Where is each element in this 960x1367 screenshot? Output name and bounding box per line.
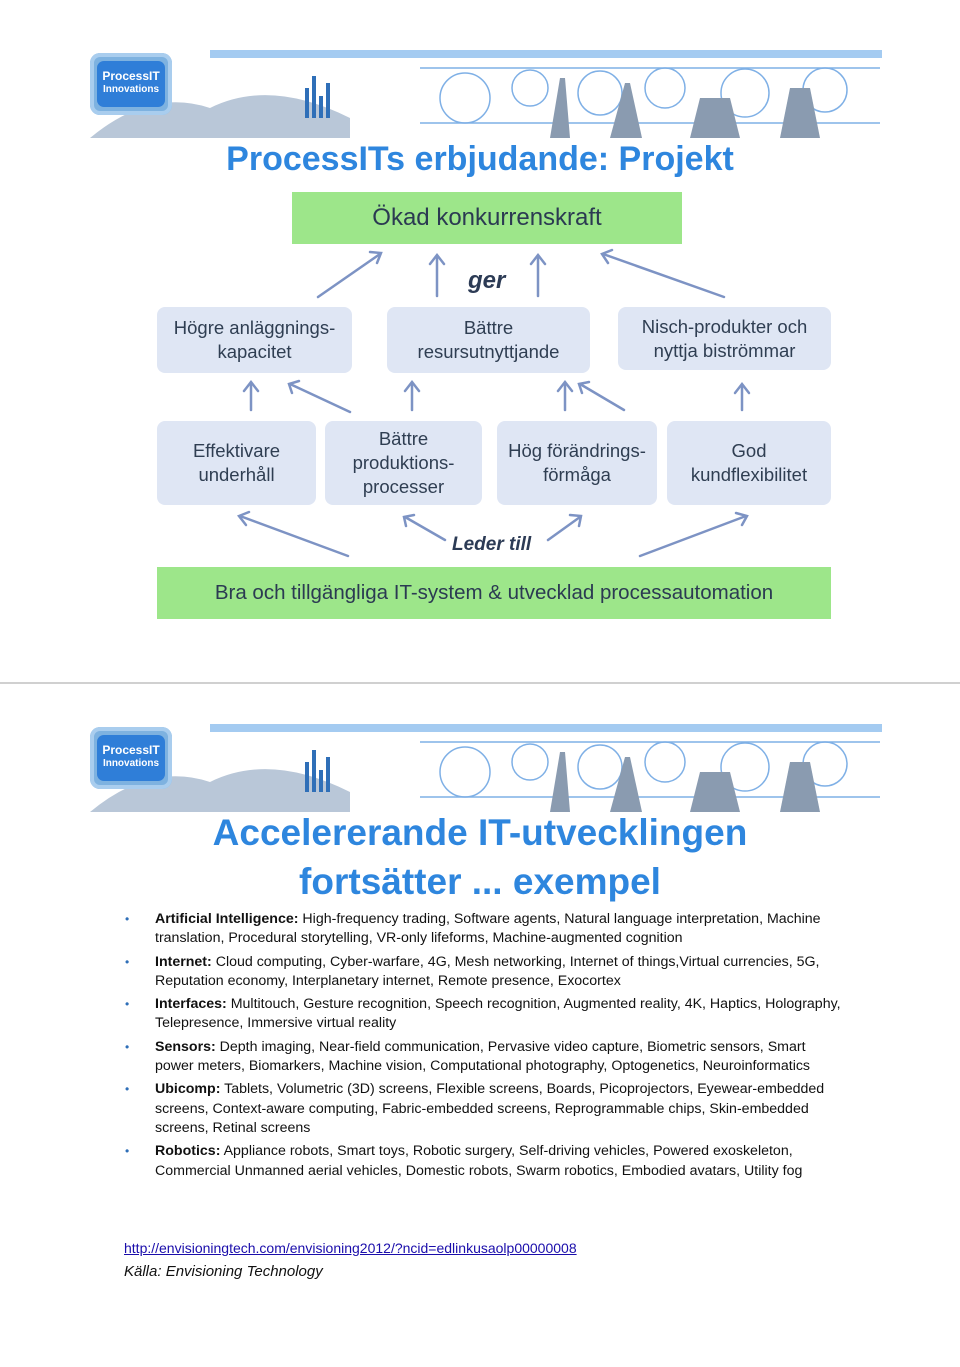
bullet-category: Internet:: [155, 953, 212, 970]
slide1-title: ProcessITs erbjudande: Projekt: [226, 140, 734, 178]
slide-1: ProcessIT Innovations ProcessITs erbjuda…: [0, 0, 960, 682]
banner-illustration-2: [90, 722, 882, 812]
bullet-text: Appliance robots, Smart toys, Robotic su…: [155, 1143, 803, 1179]
slide-divider: [0, 682, 960, 684]
logo-line2: Innovations: [102, 84, 160, 95]
flow-arrows: [236, 248, 751, 558]
logo2-line2: Innovations: [102, 758, 160, 769]
bullet-text: Cloud computing, Cyber-warfare, 4G, Mesh…: [155, 953, 820, 989]
outcome-box-resources: Bättre resursutnyttjande: [387, 307, 590, 373]
bullet-category: Robotics:: [155, 1143, 221, 1160]
foundation-box: Bra och tillgängliga IT-system & utveckl…: [157, 567, 831, 619]
header-banner: ProcessIT Innovations: [90, 48, 882, 138]
slide-2: ProcessIT Innovations Accelererande IT-u…: [0, 684, 960, 1367]
connector-ger: ger: [468, 267, 506, 294]
processit-logo-2: ProcessIT Innovations: [90, 727, 172, 789]
bullet-category: Ubicomp:: [155, 1081, 221, 1098]
bullet-item: •Interfaces: Multitouch, Gesture recogni…: [125, 996, 841, 1032]
top-goal-box: Ökad konkurrenskraft: [292, 192, 682, 244]
slide2-title-line1: Accelererande IT-utvecklingen: [212, 812, 748, 853]
header-banner-2: ProcessIT Innovations: [90, 722, 882, 812]
arrow-diag-4: [288, 382, 352, 414]
driver-box-production: Bättre produktions-processer: [325, 421, 482, 505]
arrow-diag-12: [638, 514, 748, 558]
arrow-diag-10: [403, 515, 447, 542]
source-link[interactable]: http://envisioningtech.com/envisioning20…: [124, 1240, 577, 1256]
bullet-item: •Artificial Intelligence: High-frequency…: [125, 911, 821, 947]
bullet-item: •Robotics: Appliance robots, Smart toys,…: [125, 1143, 803, 1179]
arrow-diag-left: [316, 252, 382, 299]
outcome-box-niche: Nisch-produkter och nyttja biströmmar: [618, 307, 831, 370]
bullet-item: •Ubicomp: Tablets, Volumetric (3D) scree…: [125, 1081, 825, 1136]
arrow-diag-9: [238, 514, 350, 558]
bullet-text: High-frequency trading, Software agents,…: [155, 911, 821, 947]
logo-line1: ProcessIT: [102, 69, 160, 83]
bullet-category: Sensors:: [155, 1038, 216, 1055]
arrow-diag-7: [578, 382, 626, 412]
bullet-text: Multitouch, Gesture recognition, Speech …: [155, 996, 841, 1032]
arrow-diag-11: [546, 515, 582, 542]
driver-box-change: Hög förändrings-förmåga: [497, 421, 657, 505]
bullet-text: Tablets, Volumetric (3D) screens, Flexib…: [155, 1081, 825, 1136]
logo2-line1: ProcessIT: [102, 743, 160, 757]
banner-illustration: [90, 48, 882, 138]
arrow-diag-right: [601, 252, 726, 299]
bullet-item: •Internet: Cloud computing, Cyber-warfar…: [125, 953, 820, 989]
bullet-category: Artificial Intelligence:: [155, 911, 299, 927]
processit-logo: ProcessIT Innovations: [90, 53, 172, 115]
bullet-list: •Artificial Intelligence: High-frequency…: [125, 910, 845, 1185]
source-caption: Källa: Envisioning Technology: [124, 1263, 323, 1280]
outcome-box-capacity: Högre anläggnings-kapacitet: [157, 307, 352, 373]
bullet-text: Depth imaging, Near-field communication,…: [155, 1038, 811, 1075]
bullet-category: Interfaces:: [155, 996, 227, 1013]
bullet-item: •Sensors: Depth imaging, Near-field comm…: [125, 1038, 811, 1075]
connector-leder-till: Leder till: [452, 534, 532, 555]
slide2-title-line2: fortsätter ... exempel: [299, 861, 661, 902]
driver-box-flexibility: God kundflexibilitet: [667, 421, 831, 505]
driver-box-maintenance: Effektivare underhåll: [157, 421, 316, 505]
